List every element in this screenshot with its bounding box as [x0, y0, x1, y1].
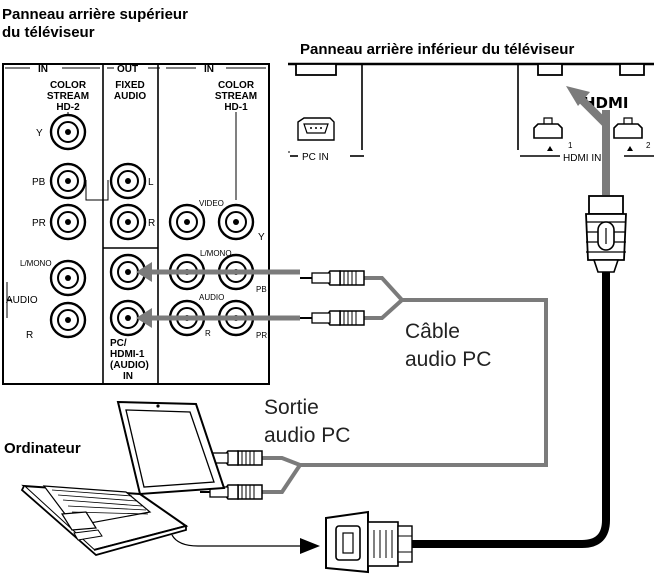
- upper-in-left-label: IN: [38, 64, 48, 75]
- dvi-plug: [325, 510, 413, 574]
- upper-in-right-label: IN: [204, 64, 214, 75]
- label-l-fixed: L: [148, 177, 154, 188]
- rca-plug-laptop-lower: [200, 484, 263, 500]
- laptop-icon: [20, 400, 226, 556]
- hdmi-plug: [585, 195, 627, 273]
- rca-plug-top-upper: [300, 270, 365, 286]
- pc-in-port: [297, 117, 335, 141]
- label-y-right: Y: [258, 232, 265, 243]
- jack-fixed-audio-r: [109, 203, 147, 241]
- output-label-line1: Sortie: [264, 396, 319, 419]
- label-r-left: R: [26, 330, 33, 341]
- hd1-label-2: STREAM: [215, 91, 257, 102]
- output-label-line2: audio PC: [264, 424, 350, 447]
- hdmi-port-1: [533, 117, 563, 139]
- jack-audio-r-left: [49, 301, 87, 339]
- label-pb-right: PB: [256, 285, 267, 294]
- upper-out-label: OUT: [117, 64, 138, 75]
- hdmi-port-2: [613, 117, 643, 139]
- jack-pb-hd2: [49, 162, 87, 200]
- pc-audio-cable-top: [300, 270, 548, 467]
- hd2-label-2: STREAM: [47, 91, 89, 102]
- label-audio-right: AUDIO: [199, 293, 224, 302]
- hdmi-port-1-number: 1: [568, 141, 573, 150]
- pc-audio-cable-laptop: [200, 450, 302, 500]
- cable-label-line2: audio PC: [405, 348, 491, 371]
- hd2-label-1: COLOR: [50, 80, 87, 91]
- label-lmono-left: L/MONO: [20, 259, 52, 268]
- lower-tv-panel: PC IN HDMI 1 2 HDMI IN: [288, 62, 654, 164]
- jack-pr-hd2: [49, 203, 87, 241]
- pc-in-label: PC IN: [302, 152, 329, 163]
- label-lmono-right: L/MONO: [200, 249, 232, 258]
- label-audio-left: AUDIO: [6, 295, 38, 306]
- jack-audio-l-left: [49, 259, 87, 297]
- fixed-audio-label-2: AUDIO: [114, 91, 146, 102]
- rca-plug-laptop-upper: [200, 450, 263, 466]
- upper-tv-panel: IN OUT IN COLOR STREAM HD-2 FIXED AUDIO …: [2, 63, 270, 385]
- jack-fixed-audio-l: [109, 162, 147, 200]
- arrow-audio-l: [136, 262, 300, 282]
- jack-video: [168, 203, 206, 241]
- pc-hdmi-label-4: IN: [123, 371, 133, 382]
- computer-label: Ordinateur: [4, 440, 81, 457]
- jack-y-hd1: [217, 203, 255, 241]
- hd1-label-3: HD-1: [224, 102, 248, 113]
- rca-plug-top-lower: [300, 310, 365, 326]
- label-r-fixed: R: [148, 218, 155, 229]
- label-pb-left: PB: [32, 177, 46, 188]
- hd1-label-1: COLOR: [218, 80, 255, 91]
- arrow-audio-r: [136, 308, 300, 328]
- pc-hdmi-label-1: PC/: [110, 338, 127, 349]
- jack-y-hd2: [49, 113, 87, 151]
- pc-hdmi-label-2: HDMI-1: [110, 349, 145, 360]
- label-pr-left: PR: [32, 218, 46, 229]
- label-video: VIDEO: [199, 199, 224, 208]
- label-y-left: Y: [36, 128, 43, 139]
- hdmi-port-2-number: 2: [646, 141, 651, 150]
- upper-panel-title-line1: Panneau arrière supérieur: [2, 6, 188, 23]
- hdmi-dvi-cable: [171, 86, 627, 574]
- fixed-audio-label-1: FIXED: [115, 80, 144, 91]
- hdmi-in-label: HDMI IN: [563, 153, 601, 164]
- cable-label-line1: Câble: [405, 320, 460, 343]
- hd2-label-3: HD-2: [56, 102, 80, 113]
- upper-panel-title-line2: du téléviseur: [2, 24, 95, 41]
- lower-panel-title: Panneau arrière inférieur du téléviseur: [300, 41, 574, 58]
- jack-pc-audio-l: [109, 253, 147, 291]
- label-r-right: R: [205, 329, 211, 338]
- label-pr-right: PR: [256, 331, 267, 340]
- pc-hdmi-label-3: (AUDIO): [110, 360, 149, 371]
